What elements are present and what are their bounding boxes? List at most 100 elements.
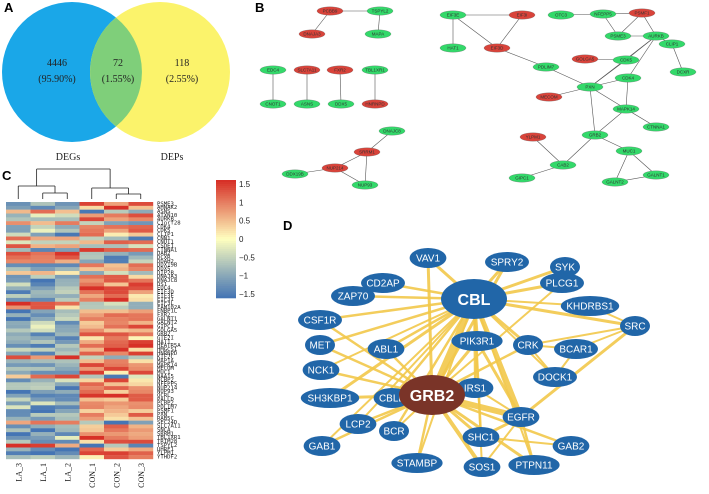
heatmap-cell: [30, 290, 56, 295]
heatmap-cell: [55, 420, 80, 425]
heatmap-cell: [55, 290, 80, 295]
panel-b-letter: B: [255, 0, 264, 15]
heatmap-cell: [6, 301, 31, 306]
b-node-label: DCXR: [677, 70, 691, 75]
heatmap-cell: [6, 267, 31, 272]
heatmap-cell: [55, 286, 80, 291]
d-edge-src-crk: [527, 325, 636, 346]
b-node-shape: [361, 65, 389, 75]
d-node-label: SPRY2: [491, 258, 524, 269]
d-node-label: EGFR: [507, 413, 535, 424]
b-edge-fxr2-ddx5: [339, 69, 342, 105]
heatmap-cell: [30, 213, 56, 218]
gene-label-slc7a11: SLC7A11: [157, 424, 181, 430]
b-node-label: NUP214: [326, 166, 344, 171]
d-node-shape: [305, 335, 335, 355]
heatmap-cell: [55, 409, 80, 414]
b-node-clip1: CLIP1: [658, 39, 686, 49]
heatmap-cell: [6, 351, 31, 356]
heatmap-cell: [79, 324, 105, 329]
panel-c-heatmap: C PSME3AHNAK2ASNSATXN10AURKBC1orf28CDK4C…: [2, 168, 255, 488]
heatmap-cell: [55, 324, 80, 329]
heatmap-cell: [30, 328, 56, 333]
heatmap-cell: [55, 386, 80, 391]
gene-label-dip2b: DIP2B: [157, 270, 174, 276]
d-node-shape: [485, 252, 529, 272]
venn-right-set-label: DEPs: [161, 152, 184, 163]
heatmap-cell: [55, 447, 80, 452]
heatmap-cell: [79, 232, 105, 237]
heatmap-cell: [30, 251, 56, 256]
heatmap-cell: [30, 309, 56, 314]
heatmap-cell: [79, 282, 105, 287]
d-node-shape: [361, 273, 405, 293]
heatmap-cell: [30, 370, 56, 375]
heatmap-cell: [30, 389, 56, 394]
heatmap-cell: [128, 294, 154, 299]
heatmap-cell: [128, 374, 154, 379]
heatmap-cell: [79, 328, 105, 333]
b-node-label: HAT1: [447, 46, 459, 51]
heatmap-cell: [128, 213, 154, 218]
d-node-shape: [552, 436, 590, 456]
heatmap-cell: [6, 455, 31, 460]
heatmap-cell: [79, 286, 105, 291]
heatmap-cell: [128, 435, 154, 441]
b-edge-ylpm1-cab2: [532, 136, 564, 166]
heatmap-cell: [55, 228, 80, 233]
heatmap-cell: [55, 205, 80, 210]
gene-label-fam102a: FAM102A: [157, 305, 181, 311]
heatmap-cell: [30, 286, 56, 291]
heatmap-cell: [55, 374, 80, 379]
gene-label-naa15: NAA15: [157, 374, 174, 380]
heatmap-cell: [55, 389, 80, 394]
heatmap-cell: [79, 363, 105, 368]
colorbar-swatch: [216, 240, 236, 244]
d-node-gab1: GAB1: [303, 436, 341, 456]
heatmap-cell: [104, 221, 129, 226]
heatmap-cell: [104, 340, 129, 345]
column-label-con-2: CON_2: [112, 463, 121, 488]
b-node-label: NUP93: [358, 183, 373, 188]
heatmap-cell: [79, 255, 105, 260]
b-node-shape: [535, 92, 563, 102]
b-node-asns: ASNS: [293, 99, 321, 109]
heatmap-cell: [6, 313, 31, 318]
colorbar-swatch: [216, 231, 236, 234]
gene-label-asns: ASNS: [157, 209, 170, 215]
heatmap-cell: [79, 355, 105, 360]
heatmap-cell: [30, 409, 56, 414]
heatmap-cell: [104, 328, 129, 333]
heatmap-cell: [30, 209, 56, 214]
d-edge-egfr-pik3r1: [475, 339, 523, 419]
heatmap-cell: [104, 228, 129, 233]
heatmap-cell: [6, 393, 31, 398]
colorbar-swatch: [216, 264, 236, 267]
gene-label-trim28: TRIM28: [157, 439, 178, 445]
d-node-shape: [463, 457, 501, 477]
b-node-label: DDX19B: [286, 172, 304, 177]
heatmap-cell: [104, 320, 129, 325]
heatmap-cell: [104, 274, 129, 279]
b-node-ctnna1: CTNNA1: [642, 122, 670, 132]
d-node-vav1: VAV1: [409, 248, 447, 268]
heatmap-cell: [104, 213, 129, 218]
colorbar-swatch: [216, 294, 236, 297]
heatmap-cell: [79, 271, 105, 276]
column-label-con-1: CON_1: [88, 463, 97, 488]
heatmap-cell: [79, 213, 105, 218]
d-node-shape: [560, 296, 620, 316]
heatmap-cell: [6, 236, 31, 241]
heatmap-cell: [30, 343, 56, 348]
venn-overlap-region: [90, 17, 142, 127]
heatmap-cell: [104, 267, 129, 272]
b-node-label: PSMF1: [634, 11, 650, 16]
b-node-shape: [628, 8, 656, 18]
heatmap-cell: [79, 366, 105, 371]
d-node-pik3r1: PIK3R1: [451, 331, 503, 351]
heatmap-cell: [128, 370, 154, 375]
heatmap-cell: [6, 324, 31, 329]
gene-label-ahnak2: AHNAK2: [157, 205, 177, 211]
heatmap-cell: [55, 424, 80, 429]
